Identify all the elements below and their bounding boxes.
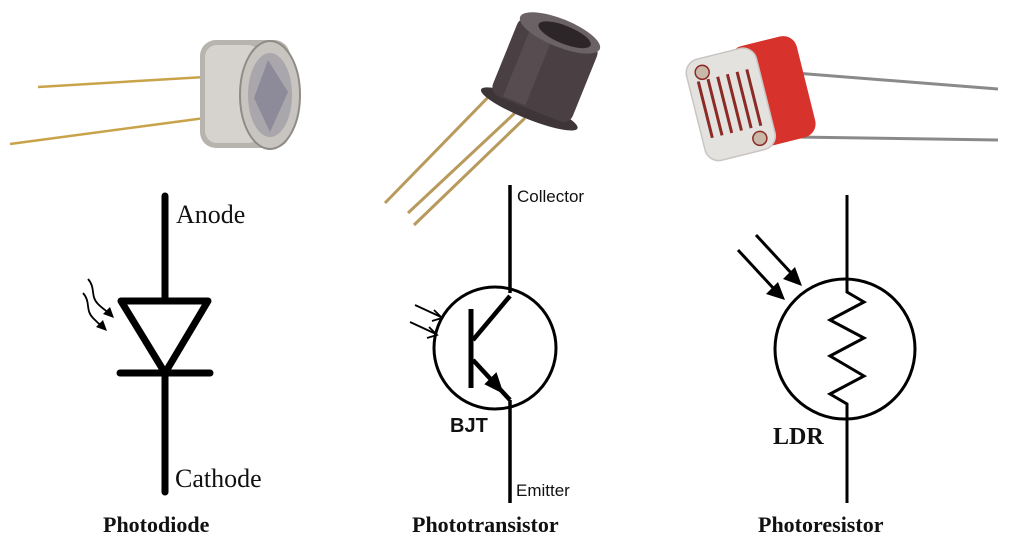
phototransistor-symbol xyxy=(432,185,558,503)
light-arrows-icon xyxy=(736,233,802,300)
emitter-label: Emitter xyxy=(516,481,570,500)
photoresistor-symbol xyxy=(773,195,917,503)
light-rays-icon xyxy=(82,278,114,331)
phototransistor-illustration xyxy=(383,12,601,503)
photoresistor-photo xyxy=(685,36,999,162)
bjt-label: BJT xyxy=(450,415,488,437)
cathode-label: Cathode xyxy=(175,464,262,493)
photoresistor-caption: Photoresistor xyxy=(758,512,884,537)
phototransistor-photo xyxy=(383,12,601,227)
photodiode-photo xyxy=(9,40,301,150)
photodiode-illustration xyxy=(9,40,301,496)
light-arrows-icon xyxy=(409,304,444,339)
photoresistor-panel: LDR Photoresistor xyxy=(680,0,1024,544)
photodiode-symbol xyxy=(116,192,214,496)
photodiode-caption: Photodiode xyxy=(103,512,210,537)
anode-label: Anode xyxy=(176,200,246,229)
phototransistor-caption: Phototransistor xyxy=(412,512,559,537)
phototransistor-panel: Collector Emitter BJT Phototransistor xyxy=(340,0,680,544)
collector-label: Collector xyxy=(517,187,585,206)
photoresistor-illustration xyxy=(685,36,999,503)
ldr-label: LDR xyxy=(773,424,824,450)
photodiode-panel: Anode Cathode Photodiode xyxy=(0,0,340,544)
